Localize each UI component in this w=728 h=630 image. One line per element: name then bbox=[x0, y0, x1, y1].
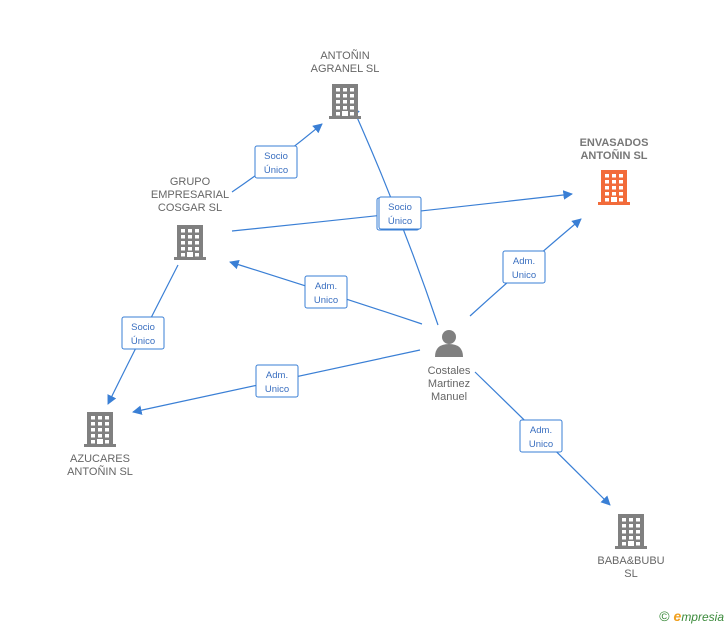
person-icon bbox=[435, 330, 463, 357]
node-label: ENVASADOS bbox=[580, 137, 649, 149]
building-icon bbox=[615, 514, 647, 549]
node-label: AGRANEL SL bbox=[311, 63, 380, 75]
edge-label-box bbox=[255, 364, 299, 398]
edge-costales-manuel-to-envasados-antonin: Adm. Unico bbox=[469, 218, 582, 317]
edge-label-text: Unico bbox=[314, 295, 338, 306]
node-label: Martinez bbox=[428, 378, 470, 390]
edge-label-text: Unico bbox=[529, 439, 553, 450]
edge-label-text: Adm. bbox=[266, 370, 288, 381]
edge-label-text: Adm. bbox=[513, 256, 535, 267]
edge-label-text: Único bbox=[388, 216, 412, 227]
edge-label-box bbox=[378, 196, 422, 230]
brand-watermark: ©empresia bbox=[659, 608, 724, 624]
edge-label-box bbox=[304, 275, 348, 309]
edge-label-text: Único bbox=[264, 165, 288, 176]
node-label: AZUCARES bbox=[70, 453, 130, 465]
edge-label-text: Socio bbox=[264, 151, 288, 162]
edge-label-text: Único bbox=[131, 336, 155, 347]
node-label: ANTOÑIN SL bbox=[67, 465, 133, 478]
node-label: EMPRESARIAL bbox=[151, 189, 229, 201]
brand-initial: e bbox=[673, 608, 682, 624]
edge-costales-manuel-to-grupo-cosgar: Adm. Unico bbox=[229, 259, 423, 325]
edges-layer: SocioÚnicoSocioÚnicoSocioÚnicoAdm.UnicoA… bbox=[107, 105, 611, 506]
edge-costales-manuel-to-azucares-antonin: Adm. Unico bbox=[132, 349, 421, 415]
node-label: Manuel bbox=[431, 391, 467, 403]
node-label: BABA&BUBU bbox=[597, 555, 664, 567]
edge-label-text: Adm. bbox=[530, 425, 552, 436]
node-label: ANTOÑIN bbox=[320, 49, 369, 62]
building-icon bbox=[84, 412, 116, 447]
edge-label-box bbox=[502, 250, 546, 284]
node-label: ANTOÑIN SL bbox=[580, 149, 647, 162]
building-icon bbox=[174, 225, 206, 260]
edge-label-text: Unico bbox=[512, 270, 536, 281]
building-icon bbox=[329, 84, 361, 119]
brand-name: mpresia bbox=[681, 610, 724, 624]
node-label: GRUPO bbox=[170, 176, 211, 188]
copyright-symbol: © bbox=[659, 608, 670, 624]
node-label: SL bbox=[624, 568, 637, 580]
edge-label-text: Adm. bbox=[315, 281, 337, 292]
edge-label-box bbox=[121, 316, 165, 350]
node-label: COSGAR SL bbox=[158, 202, 222, 214]
edge-label-text: Unico bbox=[265, 384, 289, 395]
edge-label-box bbox=[519, 419, 563, 453]
edge-label-text: Socio bbox=[388, 202, 412, 213]
edge-label-box bbox=[254, 145, 298, 179]
node-label: Costales bbox=[428, 365, 471, 377]
edge-label-text: Socio bbox=[131, 322, 155, 333]
edge-costales-manuel-to-baba-bubu: Adm. Unico bbox=[474, 371, 611, 506]
building-icon bbox=[598, 170, 630, 205]
